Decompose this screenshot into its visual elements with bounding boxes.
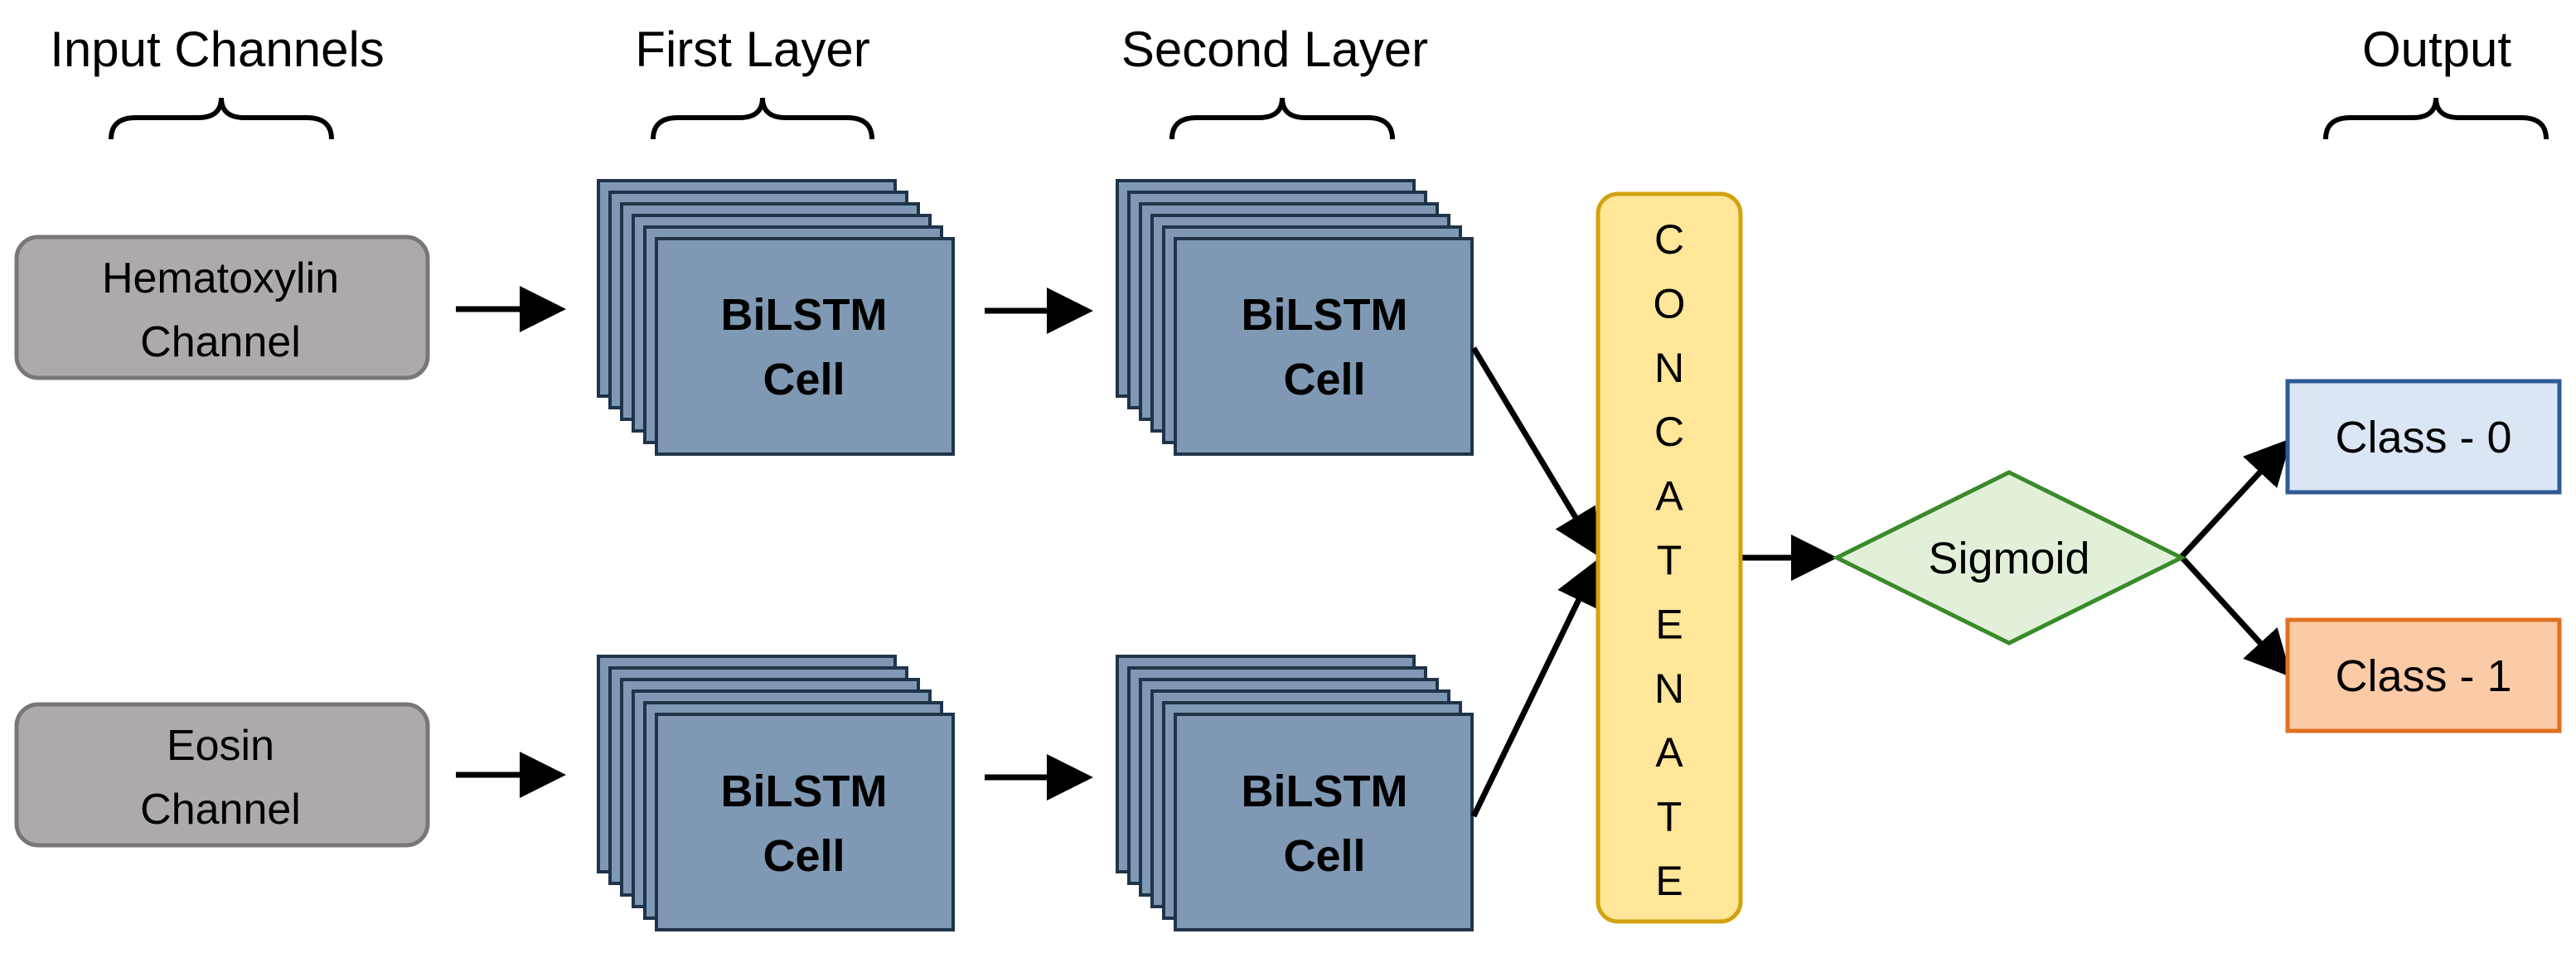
first-layer-bottom-cell-label-line2: Cell [763,831,845,881]
output-class-1: Class - 1 [2285,617,2562,733]
bilstm-cell-front [1174,713,1474,931]
arrow-second-layer-bottom-to-concat [1470,558,1600,818]
second-layer-bottom-cell-label-line2: Cell [1283,831,1365,881]
concatenate-letter: O [1654,280,1686,327]
input-hematoxylin-line2: Channel [140,318,301,366]
second-layer-bilstm-stack-bottom [1116,655,1474,931]
first-layer-bilstm-stack-top [597,179,955,456]
brace-output [2323,97,2549,140]
output-class-1-label: Class - 1 [2335,651,2511,701]
brace-input-channels [109,97,334,140]
concatenate-letter: N [1654,665,1684,712]
input-hematoxylin-line1: Hematoxylin [102,254,339,302]
second-layer-top-cell-label-line2: Cell [1283,355,1365,404]
concatenate-letter: T [1657,537,1683,583]
first-layer-top-cell-label-line1: BiLSTM [721,290,888,340]
first-layer-top-cell-label-line2: Cell [763,355,845,404]
input-hematoxylin-channel: Hematoxylin Channel [14,235,430,380]
output-class-0-label: Class - 0 [2335,413,2511,462]
first-layer-bottom-cell-label-line1: BiLSTM [721,767,888,816]
bilstm-cell-front [1174,237,1474,456]
concatenate-letter: N [1654,345,1684,391]
second-layer-bilstm-stack-top [1116,179,1474,456]
concatenate-letter: C [1654,216,1684,263]
input-eosin-line2: Channel [140,786,301,834]
concatenate-letter: A [1655,729,1683,776]
header-second-layer: Second Layer [1121,22,1428,77]
output-class-0: Class - 0 [2285,379,2562,495]
header-input-channels: Input Channels [50,22,385,77]
header-output: Output [2362,22,2511,77]
header-braces [109,97,2549,140]
sigmoid-node: Sigmoid [1832,470,2186,646]
second-layer-bottom-cell-label-line1: BiLSTM [1242,767,1408,816]
arrow-sigmoid-to-class1 [2179,554,2292,678]
concatenate-letter: E [1655,601,1683,647]
brace-second-layer [1169,97,1395,140]
header-first-layer: First Layer [635,22,869,77]
arrow-sigmoid-to-class0 [2179,438,2292,559]
bilstm-cell-front [655,713,955,931]
concatenate-letter: A [1655,473,1683,520]
concatenate-letter: E [1655,858,1683,904]
first-layer-bilstm-stack-bottom [597,655,955,931]
arrow-second-layer-top-to-concat [1471,346,1600,557]
input-eosin-channel: Eosin Channel [14,702,430,848]
concatenate-letter: T [1657,794,1683,840]
concatenate-letter: C [1654,409,1684,455]
sigmoid-label: Sigmoid [1928,534,2089,583]
second-layer-top-cell-label-line1: BiLSTM [1242,290,1408,340]
brace-first-layer [651,97,874,140]
input-eosin-line1: Eosin [167,722,274,770]
bilstm-cell-front [655,237,955,456]
